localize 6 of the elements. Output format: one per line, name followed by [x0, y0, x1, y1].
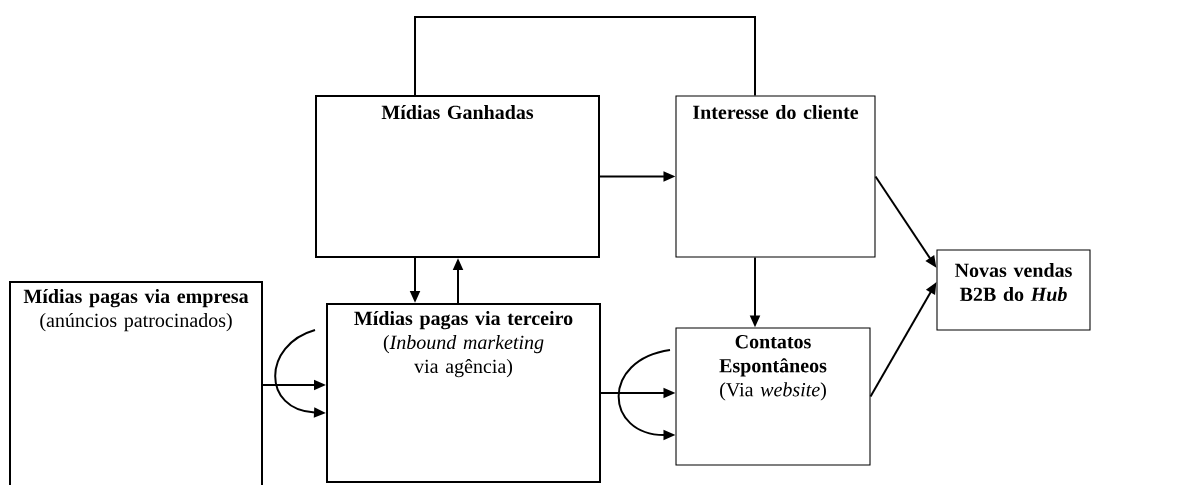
process-box: Novas vendas B2B do Hub: [936, 249, 1091, 331]
process-box: Contatos Espontâneos (Via website): [675, 327, 871, 466]
process-box: Interesse do cliente: [675, 95, 876, 258]
process-box: Mídias pagas via empresa (anúncios patrocinados): [9, 281, 263, 485]
process-box: Mídias pagas via terceiro (Inbound marketing via agência): [326, 303, 601, 483]
process-box: Mídias Ganhadas: [315, 95, 600, 258]
